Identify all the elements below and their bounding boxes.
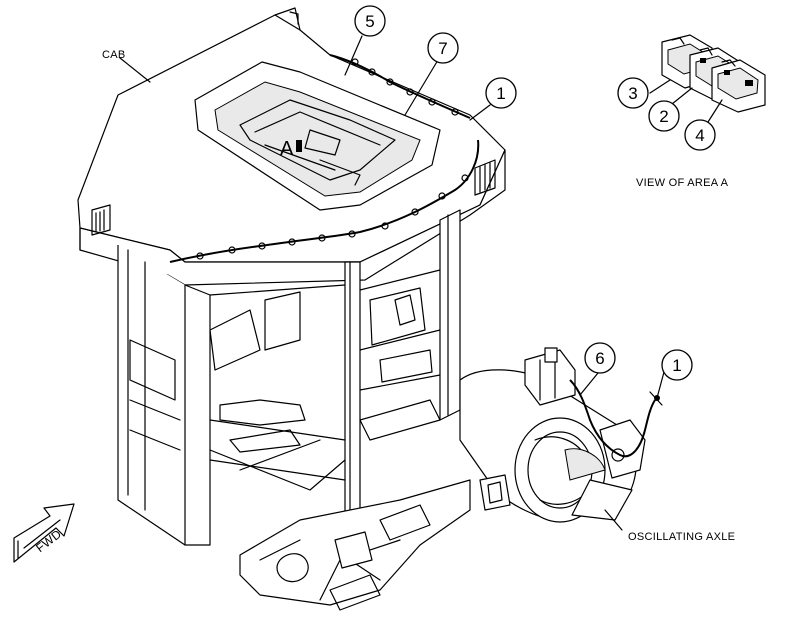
callout-5-number: 5 xyxy=(365,12,374,31)
cab-label: CAB xyxy=(102,49,126,61)
callout-7: 7 xyxy=(427,32,459,64)
callout-5: 5 xyxy=(354,5,386,37)
area-a-marker: A xyxy=(280,138,294,160)
callout-6: 6 xyxy=(584,342,616,374)
callout-1-cab-number: 1 xyxy=(496,84,505,103)
view-of-area-label: VIEW OF AREA A xyxy=(636,177,729,189)
axle-assembly xyxy=(239,347,663,611)
leader-lines xyxy=(119,35,723,531)
callout-2: 2 xyxy=(648,100,680,132)
callout-3-number: 3 xyxy=(628,84,637,103)
callout-4-number: 4 xyxy=(695,126,704,145)
cab-structure xyxy=(77,7,506,546)
callout-1-axle: 1 xyxy=(661,349,693,381)
fwd-arrow: FWD xyxy=(13,503,75,563)
callout-2-number: 2 xyxy=(659,107,668,126)
detail-switches xyxy=(661,34,766,113)
oscillating-axle-label: OSCILLATING AXLE xyxy=(628,531,735,543)
callout-7-number: 7 xyxy=(438,39,447,58)
callout-4: 4 xyxy=(684,119,716,151)
callout-1-axle-number: 1 xyxy=(672,356,681,375)
callout-3: 3 xyxy=(617,77,649,109)
callout-1-cab: 1 xyxy=(485,77,517,109)
callout-6-number: 6 xyxy=(595,349,604,368)
